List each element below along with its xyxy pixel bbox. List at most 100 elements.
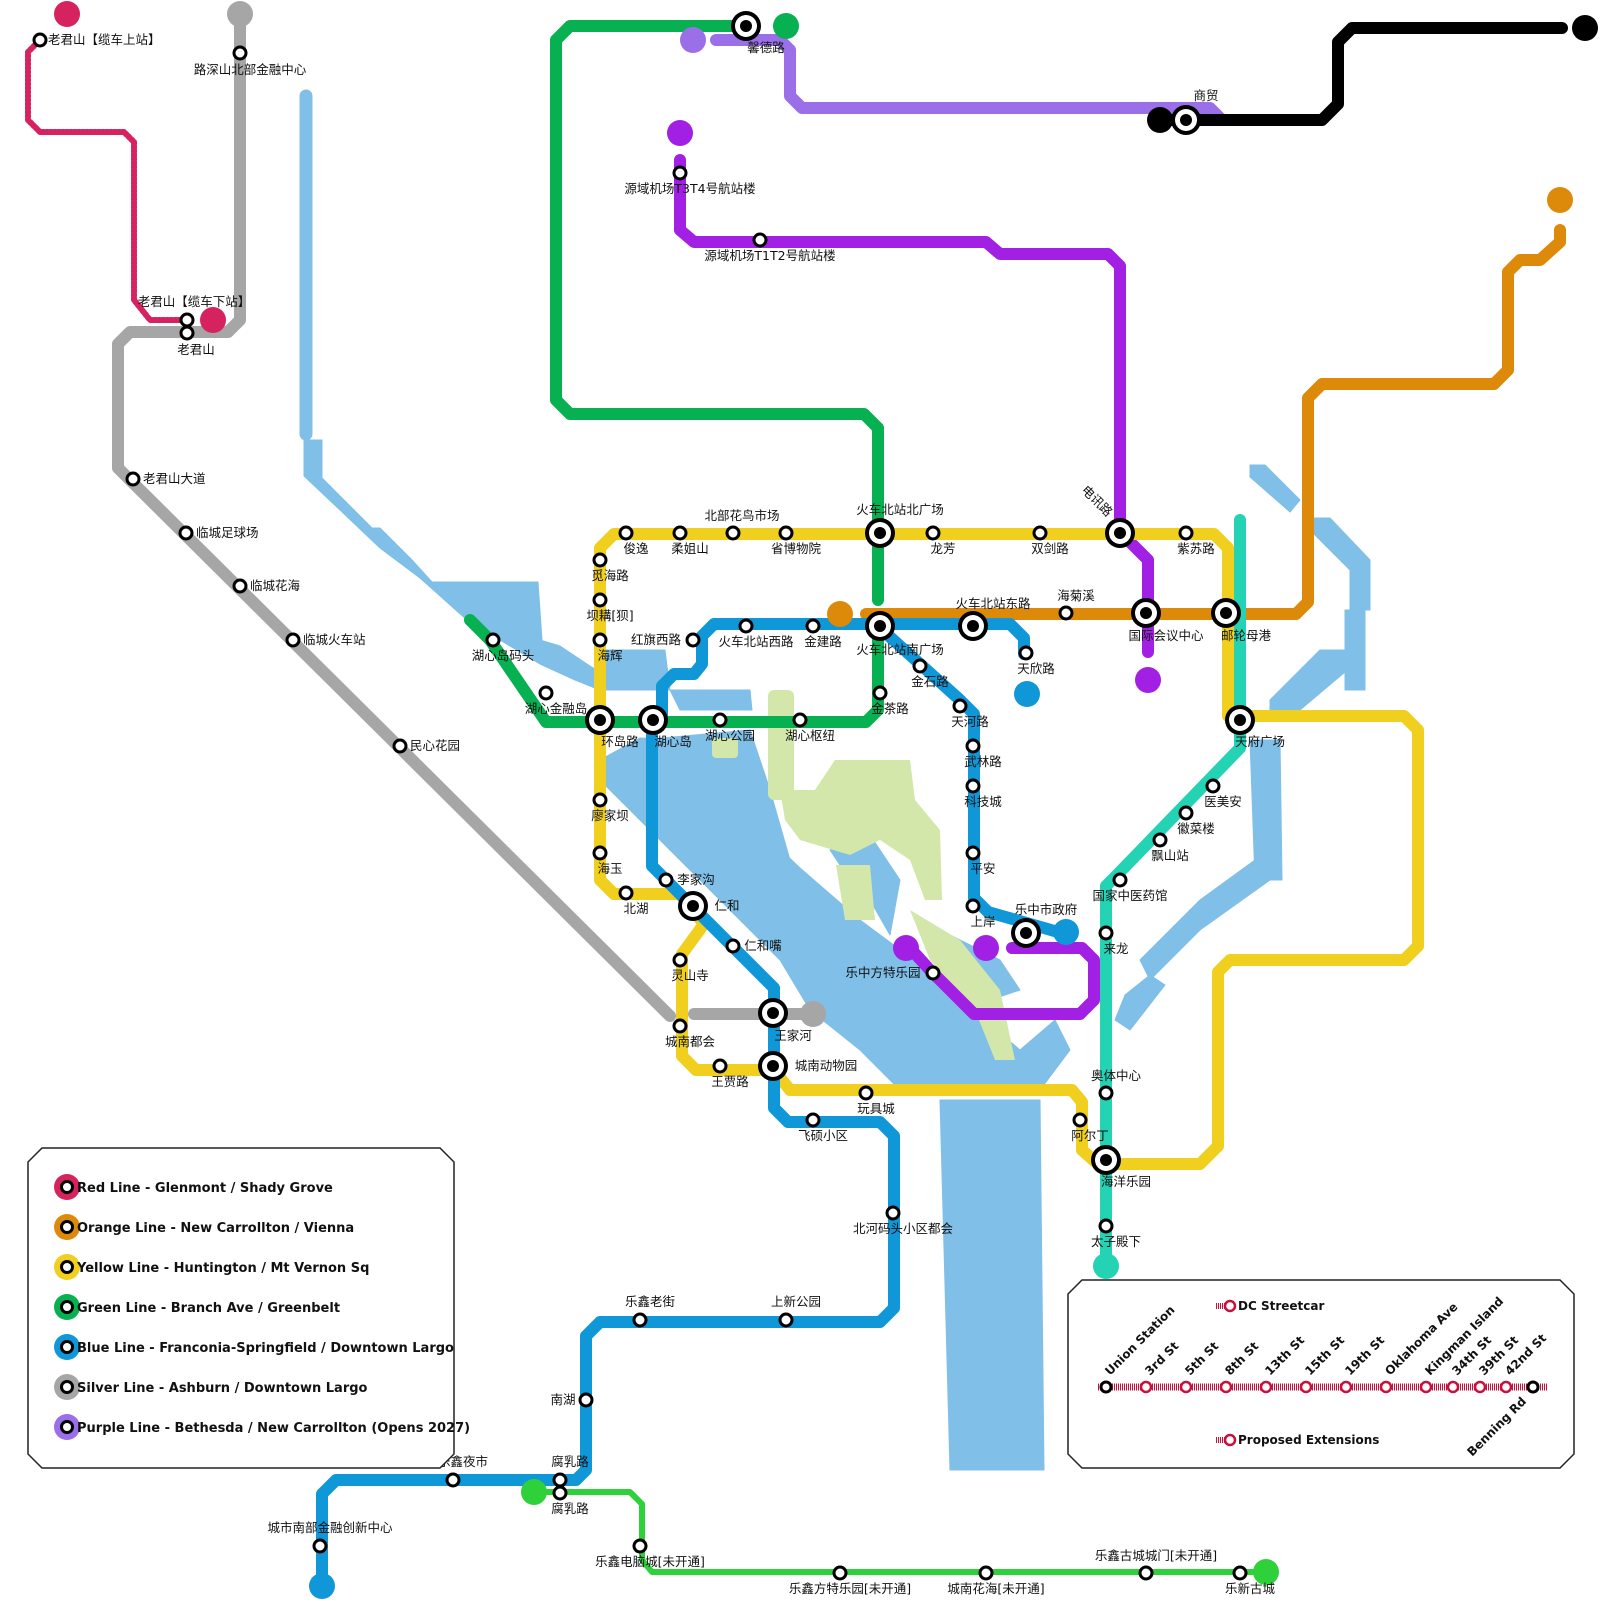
station[interactable]: 国际会议中心 [1128,598,1204,643]
station[interactable]: 海玉 [592,845,623,876]
station[interactable]: 廖家坝 [591,792,629,823]
station[interactable]: 仁和 [678,891,740,921]
station-marker [179,312,195,328]
station[interactable]: 民心花园 [392,738,460,754]
station[interactable]: 觅海路 [591,552,629,583]
station[interactable]: 北部花鸟市场 [704,508,780,541]
station[interactable]: 老君山【缆车上站】 [32,32,161,48]
station[interactable]: 商贸 [1171,88,1219,135]
station[interactable]: 国家中医药馆 [1092,872,1168,903]
station[interactable]: 乐鑫电脑城[未开通] [595,1538,705,1569]
station[interactable]: 湖心金融岛 [525,685,588,716]
station[interactable]: 太子殿下 [1091,1218,1141,1249]
station[interactable]: 湖心岛 [638,705,692,749]
station[interactable]: 徽菜楼 [1177,805,1215,836]
station[interactable]: 天府广场 [1225,705,1285,749]
station[interactable]: 柔姐山 [671,525,709,556]
station[interactable]: 湖心岛码头 [472,632,535,663]
station[interactable]: 源域机场T3T4号航站楼 [624,165,756,196]
station-label: 海菊溪 [1057,588,1095,603]
legend-label: Yellow Line - Huntington / Mt Vernon Sq [76,1261,369,1276]
station[interactable]: 火车北站南广场 [856,611,944,657]
station[interactable]: 乐鑫方特乐园[未开通] [789,1565,911,1596]
station[interactable]: 乐鑫老街 [625,1294,675,1328]
station[interactable]: 海辉 [592,632,623,663]
station[interactable]: 李家沟 [658,872,715,888]
station[interactable]: 阿尔丁 [1071,1112,1109,1143]
legend-item: Orange Line - New Carrollton / Vienna [54,1214,354,1240]
blue-line-branch [874,622,1064,938]
station-label: 路深山北部金融中心 [194,62,307,77]
station[interactable]: 城市南部金融创新中心 [267,1520,393,1554]
station[interactable]: 俊逸 [618,525,649,556]
station[interactable]: 紫苏路 [1177,525,1215,556]
station[interactable]: 北湖 [618,885,649,916]
station[interactable]: 腐乳路 [551,1454,589,1488]
station[interactable]: 馨德路 [731,11,785,55]
station[interactable]: 火车北站东路 [955,596,1031,641]
station-marker [672,1018,688,1034]
station[interactable]: 上岸 [965,898,996,929]
station[interactable]: 来龙 [1098,925,1129,956]
station[interactable]: 城南花海[未开通] [947,1565,1045,1596]
interchange-core [967,620,979,632]
station[interactable]: 邮轮母港 [1211,598,1271,643]
station[interactable]: 乐中方特乐园 [845,965,941,981]
station-label: 龙芳 [930,541,955,556]
station[interactable]: 湖心枢纽 [785,712,835,743]
station[interactable]: 红旗西路 [631,632,701,648]
station[interactable]: 源域机场T1T2号航站楼 [704,232,836,263]
station-marker [872,685,888,701]
station[interactable]: 平安 [965,845,996,876]
station[interactable]: 金石路 [911,658,949,689]
station[interactable]: 奥体中心 [1091,1068,1142,1101]
station[interactable]: 乐新古城 [1225,1565,1276,1596]
station[interactable]: 王贾路 [711,1058,749,1089]
station[interactable]: 王家河 [758,998,812,1043]
station-label: 紫苏路 [1177,541,1215,556]
station[interactable]: 海洋乐园 [1091,1145,1151,1189]
station[interactable]: 双剑路 [1031,525,1069,556]
station[interactable]: 天欣路 [1017,645,1055,676]
station-marker [592,792,608,808]
station[interactable]: 上新公园 [771,1294,821,1328]
legend-label: Silver Line - Ashburn / Downtown Largo [77,1381,368,1396]
station[interactable]: 火车北站北广场 [856,502,944,548]
station-label: 源域机场T3T4号航站楼 [624,181,755,196]
station[interactable]: 路深山北部金融中心 [194,45,307,77]
station[interactable]: 金茶路 [871,685,909,716]
station[interactable]: 省博物院 [771,525,822,556]
station[interactable]: 海菊溪 [1057,588,1095,621]
station[interactable]: 科技城 [964,778,1002,809]
station[interactable]: 金建路 [804,618,842,649]
station[interactable]: 武林路 [964,738,1002,769]
streetcar-proposed-label: Proposed Extensions [1238,1433,1379,1447]
station[interactable]: 临城足球场 [178,525,259,541]
station[interactable]: 乐鑫古城城门[未开通] [1095,1548,1217,1581]
station[interactable]: 龙芳 [925,525,956,556]
station[interactable]: 老君山大道 [125,471,206,487]
streetcar-stop-marker [1099,1380,1113,1394]
station[interactable]: 老君山 [177,325,215,357]
station[interactable]: 火车北站西路 [718,618,794,649]
station[interactable]: 医美安 [1204,778,1242,809]
station[interactable]: 坝耩[狈] [586,592,634,623]
legend-label: Blue Line - Franconia-Springfield / Down… [77,1341,454,1356]
station[interactable]: 南湖 [550,1392,594,1408]
station[interactable]: 城南动物园 [758,1051,857,1081]
station[interactable]: 飞硕小区 [798,1112,848,1143]
station[interactable]: 飘山站 [1151,832,1189,863]
station[interactable]: 仁和嘴 [725,938,782,954]
station[interactable]: 天河路 [951,698,989,729]
station[interactable]: 腐乳路 [551,1485,589,1516]
station[interactable]: 乐中市政府 [1011,902,1077,948]
station[interactable]: 临城火车站 [285,632,366,648]
station[interactable]: 环岛路 [585,705,639,749]
station[interactable]: 灵山寺 [671,952,709,983]
station[interactable]: 临城花海 [232,578,301,594]
station[interactable]: 城南都会 [665,1018,716,1049]
station-label: 太子殿下 [1091,1234,1141,1249]
station[interactable]: 湖心公园 [705,712,755,743]
station[interactable]: 玩具城 [857,1085,895,1116]
station[interactable]: 北河码头小区都会 [853,1205,954,1236]
